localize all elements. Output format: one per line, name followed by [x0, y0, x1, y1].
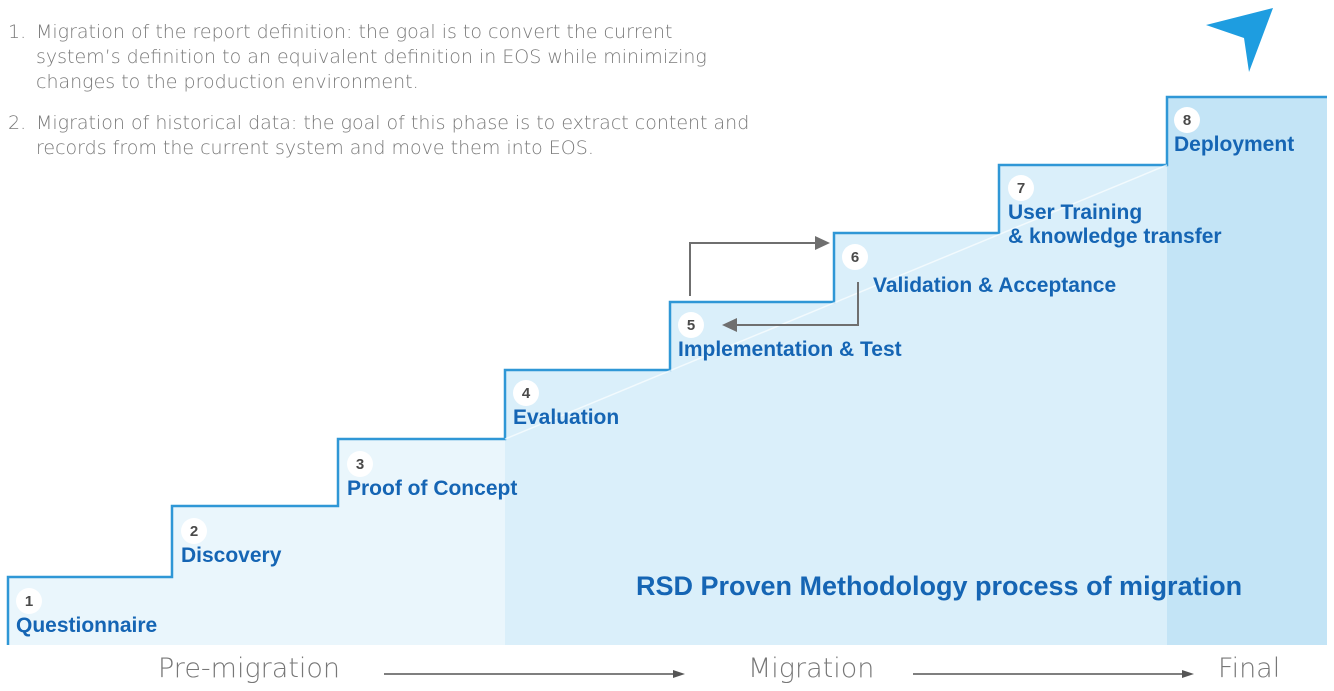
- stair-fill-premigration: [8, 439, 505, 645]
- stair-diagonal: [504, 164, 1168, 440]
- step-number-badge: 2: [181, 518, 207, 544]
- step-implementation-test: 5 Implementation & Test: [678, 312, 902, 362]
- step-label: Questionnaire: [16, 614, 158, 637]
- intro-item-number: 2.: [8, 112, 27, 134]
- step-evaluation: 4 Evaluation: [513, 380, 619, 430]
- intro-item-number: 1.: [8, 21, 27, 43]
- feedback-arrow-icon: [689, 242, 818, 296]
- step-number-badge: 1: [16, 588, 42, 614]
- intro-item: 2. Migration of historical data: the goa…: [8, 111, 760, 161]
- phase-arrowhead-2: [1182, 670, 1194, 678]
- stair-fill-final: [1167, 97, 1327, 645]
- phase-label-pre-migration: Pre-migration: [158, 653, 341, 684]
- step-discovery: 2 Discovery: [181, 518, 281, 568]
- step-label-line1: User Training: [1008, 201, 1143, 224]
- step-label: Evaluation: [513, 406, 620, 429]
- phase-arrowhead-1: [673, 670, 685, 678]
- step-label: Discovery: [181, 544, 282, 567]
- step-proof-of-concept: 3 Proof of Concept: [347, 451, 517, 501]
- methodology-title: RSD Proven Methodology process of migrat…: [636, 571, 1243, 601]
- step-questionnaire: 1 Questionnaire: [16, 588, 157, 638]
- feedback-arrow-icon: [736, 282, 859, 326]
- feedback-arrowhead-right: [815, 236, 830, 250]
- intro-item-text: Migration of the report definition: the …: [36, 21, 707, 93]
- logo-arrow-icon: [1206, 8, 1273, 72]
- stair-fill-migration: [505, 165, 1167, 645]
- step-number-badge: 3: [347, 451, 373, 477]
- step-label-line2: & knowledge transfer: [1008, 225, 1222, 248]
- step-label: Proof of Concept: [347, 477, 518, 500]
- step-number-badge: 5: [678, 312, 704, 338]
- phase-label-migration: Migration: [748, 653, 875, 684]
- feedback-arrowhead-left: [722, 318, 737, 332]
- intro-list: 1. Migration of the report definition: t…: [8, 20, 760, 177]
- intro-item: 1. Migration of the report definition: t…: [8, 20, 760, 95]
- step-number-badge: 7: [1008, 175, 1034, 201]
- step-label: Deployment: [1174, 133, 1295, 156]
- step-number-badge: 6: [842, 244, 868, 270]
- step-number-badge: 4: [513, 380, 539, 406]
- step-number-badge: 8: [1174, 107, 1200, 133]
- phase-label-final: Final: [1218, 653, 1281, 684]
- step-label: Validation & Acceptance: [873, 274, 1117, 297]
- step-validation-acceptance: 6 Validation & Acceptance: [842, 244, 1116, 298]
- intro-item-text: Migration of historical data: the goal o…: [36, 112, 750, 159]
- step-label: Implementation & Test: [678, 338, 902, 361]
- step-user-training: 7 User Training & knowledge transfer: [1008, 175, 1222, 249]
- step-deployment: 8 Deployment: [1174, 107, 1294, 157]
